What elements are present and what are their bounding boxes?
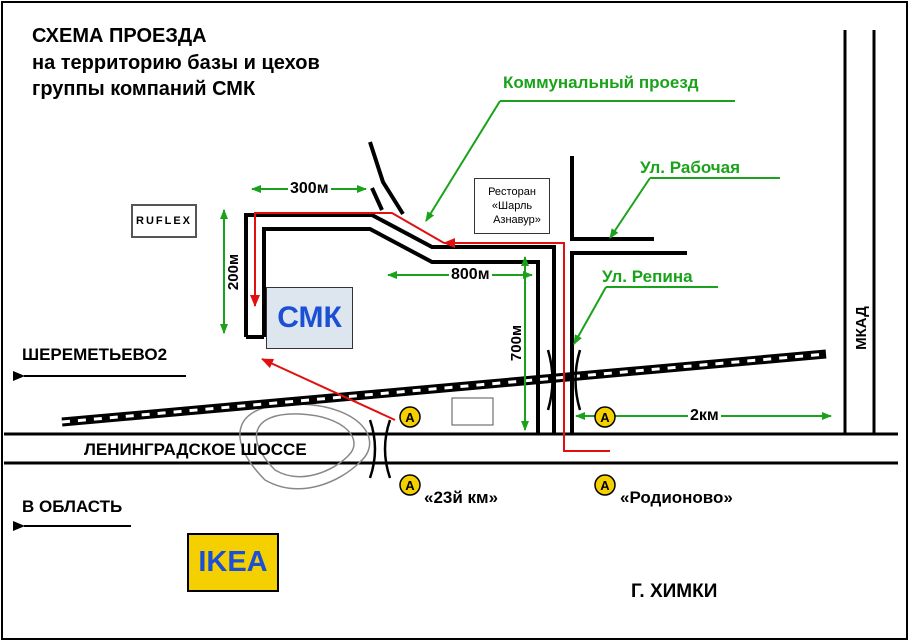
bus-stops: A A A A (399, 406, 616, 496)
smk-label: СМК (277, 301, 342, 334)
map-subtitle-2: группы компаний СМК (32, 78, 256, 100)
kommunalny-road (244, 213, 556, 434)
dim-700-label: 700м (508, 325, 525, 361)
bus-stop-icon: A (399, 406, 421, 428)
ikea-building: IKEA (187, 533, 279, 592)
ruflex-building: RUFLEX (131, 204, 197, 238)
dim-2km-label: 2км (688, 407, 721, 425)
dim-800-label: 800м (449, 266, 492, 284)
dim-300-label: 300м (288, 180, 331, 198)
sheremetyevo-label: ШЕРЕМЕТЬЕВО2 (22, 345, 168, 364)
rabochaya-label: Ул. Рабочая (640, 158, 741, 177)
local-roads (244, 141, 687, 434)
svg-text:A: A (600, 478, 610, 493)
dim-200-label: 200м (225, 254, 242, 290)
kommunalny-label: Коммунальный проезд (503, 73, 699, 92)
underpass-brackets (368, 349, 582, 479)
mkad-road (843, 30, 876, 434)
repina-label: Ул. Репина (602, 267, 693, 286)
svg-text:A: A (405, 410, 415, 425)
svg-text:A: A (600, 410, 610, 425)
mkad-label: МКАД (853, 306, 870, 350)
restaurant-label-line3: Азнавур» (493, 214, 541, 226)
oblast-label: В ОБЛАСТЬ (22, 497, 123, 516)
rabochaya-road (570, 156, 654, 241)
bus-stop-icon: A (594, 406, 616, 428)
bus-stop-icon: A (399, 474, 421, 496)
smk-building: СМК (266, 287, 353, 349)
small-building (451, 397, 494, 426)
restaurant-label-line1: Ресторан (488, 186, 536, 198)
map-subtitle-1: на территорию базы и цехов (32, 52, 320, 74)
stop-rodionovo-label: «Родионово» (620, 488, 733, 507)
restaurant-building: Ресторан «Шарль Азнавур» (474, 178, 550, 234)
route-path (250, 212, 610, 452)
railway (61, 349, 827, 427)
map-title: СХЕМА ПРОЕЗДА (32, 25, 207, 47)
restaurant-label-line2: «Шарль (491, 200, 533, 212)
stop-23km-label: «23й км» (424, 488, 499, 507)
ikea-label: IKEA (198, 546, 268, 578)
leningradskoe-highway (4, 432, 898, 465)
svg-text:A: A (405, 478, 415, 493)
khimki-label: Г. ХИМКИ (631, 581, 718, 602)
direction-arrows (12, 371, 186, 531)
overpass-loop (239, 403, 371, 490)
ruflex-label: RUFLEX (136, 215, 192, 227)
bus-stop-icon: A (594, 474, 616, 496)
leningradskoe-label: ЛЕНИНГРАДСКОЕ ШОССЕ (84, 440, 307, 459)
repina-road (570, 251, 687, 434)
